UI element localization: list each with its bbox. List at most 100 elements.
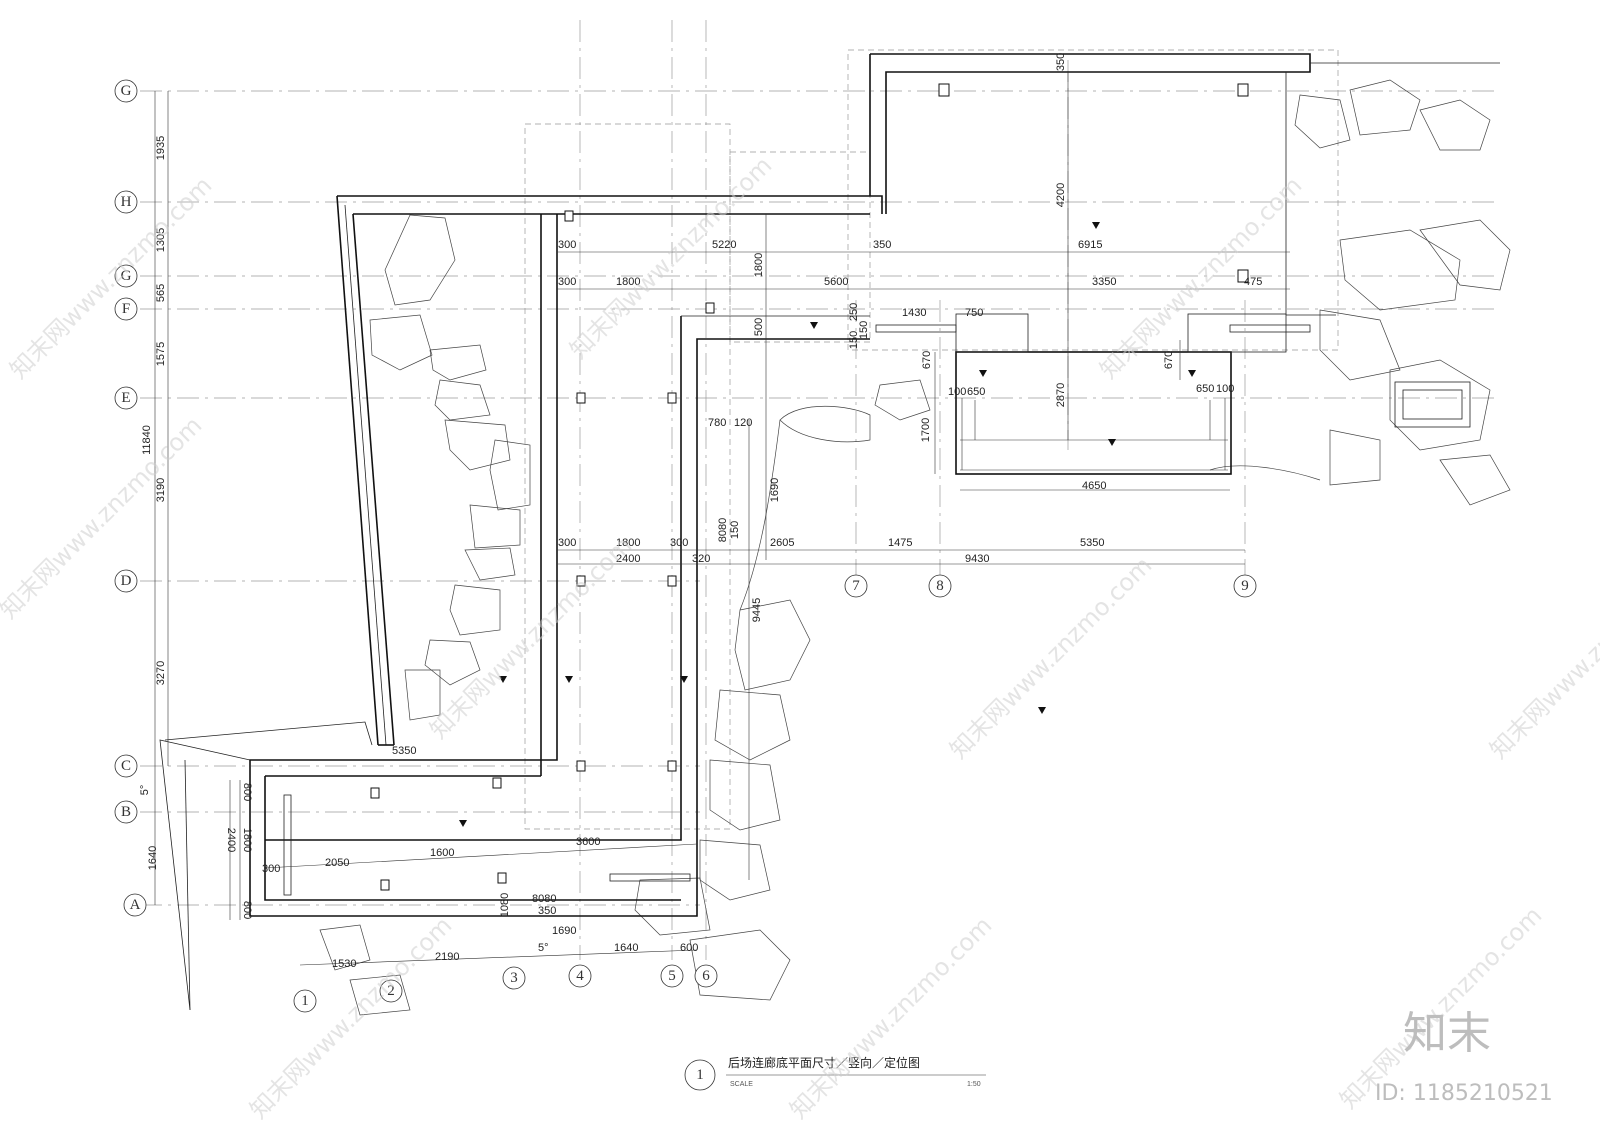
scale-value: 1:50 [967, 1081, 981, 1088]
watermark-text: 知末网www.znzmo.com [244, 911, 457, 1124]
dim-text: 150 [858, 321, 870, 339]
dim-text: 350 [1055, 53, 1067, 71]
dim-text: 1430 [902, 307, 926, 319]
title-number: 1 [696, 1067, 704, 1083]
dim-text: 2870 [1055, 383, 1067, 407]
column-axis-bubbles: 1 2 3 4 5 6 7 8 9 [293, 574, 1257, 1013]
dim-text: 3350 [1092, 276, 1116, 288]
drawing-title-block: 1 后场连廊底平面尺寸／竖向／定位图 SCALE 1:50 [684, 1055, 986, 1091]
dim-text: 1800 [241, 828, 253, 852]
dim-text: 300 [670, 537, 688, 549]
dim-text: 475 [1244, 276, 1262, 288]
axis-label: 9 [1241, 578, 1249, 594]
dim-text: 1800 [616, 276, 640, 288]
axis-bubble-col-6: 6 [694, 964, 718, 988]
stair-hatching [960, 398, 1228, 471]
axis-bubble-col-8: 8 [928, 574, 952, 598]
dim-text: 300 [558, 537, 576, 549]
dim-text: 320 [692, 553, 710, 565]
dim-text: 1640 [147, 846, 159, 870]
dim-text: 2050 [325, 857, 349, 869]
axis-bubble-row-7: C [114, 754, 138, 778]
axis-label: 8 [936, 578, 944, 594]
dim-text: 4200 [1055, 183, 1067, 207]
dim-text: 5600 [824, 276, 848, 288]
upper-dimension-texts: 300 5220 350 6915 300 1800 5600 3350 475… [558, 53, 1262, 492]
watermark-text: 知末网www.znzmo.com [4, 171, 217, 384]
dim-text: 3270 [155, 661, 167, 685]
dim-text: 1600 [430, 847, 454, 859]
dim-text: 800 [241, 783, 253, 801]
roof-outline-a [524, 123, 731, 830]
axis-bubble-row-3: G [114, 264, 138, 288]
axis-bubble-col-5: 5 [660, 964, 684, 988]
dim-text: 5° [538, 942, 549, 954]
dim-text: 1690 [769, 478, 781, 502]
columns [370, 83, 1249, 891]
drawing-title: 后场连廊底平面尺寸／竖向／定位图 [728, 1055, 920, 1070]
watermark-text: 知末网www.znzmo.com [564, 151, 777, 364]
dim-text: 11840 [141, 425, 153, 455]
axis-label: 5 [668, 968, 676, 984]
dim-text: 8080 [532, 893, 556, 905]
axis-label: F [122, 301, 130, 317]
dim-text: 1800 [616, 537, 640, 549]
row-axis-bubbles: G H G F E D C B A [114, 79, 147, 917]
rockery [319, 79, 1511, 1016]
dim-text: 4650 [1082, 480, 1106, 492]
axis-bubble-row-6: D [114, 569, 138, 593]
dim-text: 650 [1196, 383, 1214, 395]
dim-text: 1700 [920, 418, 932, 442]
dim-text: 1690 [552, 925, 576, 937]
dim-text: 750 [965, 307, 983, 319]
bottom-dimension-texts: 800 1800 2400 800 300 2050 1600 3600 808… [225, 783, 698, 970]
axis-label: 3 [510, 970, 518, 986]
dim-text: 1080 [499, 893, 511, 917]
scale-label: SCALE [730, 1081, 753, 1088]
axis-label: H [121, 194, 132, 210]
watermark-text: 知末网www.znzmo.com [0, 411, 207, 624]
axis-label: B [121, 804, 131, 820]
dim-text: 9430 [965, 553, 989, 565]
brand-logo: 知末 [1403, 1008, 1491, 1059]
dim-text: 100 [1216, 383, 1234, 395]
axis-label: D [121, 573, 132, 589]
elevation-markers [459, 222, 1196, 827]
dim-text: 5350 [392, 745, 416, 757]
roof-outline-b [729, 151, 871, 343]
dim-text: 250 [848, 303, 860, 321]
watermark-text: 知末网www.znzmo.com [944, 551, 1157, 764]
axis-bubble-row-2: H [114, 190, 138, 214]
watermarks: 知末网www.znzmo.com 知末网www.znzmo.com 知末网www… [0, 151, 1600, 1124]
axis-bubble-col-2: 2 [379, 979, 403, 1003]
dim-text: 150 [848, 331, 860, 349]
dim-text: 3600 [576, 836, 600, 848]
axis-label: 4 [576, 968, 584, 984]
dim-text: 300 [558, 276, 576, 288]
dim-text: 1305 [155, 228, 167, 252]
axis-bubble-row-4: F [114, 297, 138, 321]
dim-text: 500 [753, 318, 765, 336]
dim-text: 350 [873, 239, 891, 251]
dim-text: 1475 [888, 537, 912, 549]
dim-text: 565 [155, 284, 167, 302]
dim-text: 780 [708, 417, 726, 429]
dim-text: 1640 [614, 942, 638, 954]
axis-label: 6 [702, 968, 710, 984]
title-number-circle [684, 1059, 716, 1091]
axis-label: G [121, 268, 132, 284]
horizontal-grid-lines [140, 90, 1500, 906]
axis-bubble-row-5: E [114, 386, 138, 410]
dim-text: 8080 [717, 518, 729, 542]
dim-text: 800 [241, 901, 253, 919]
dim-text: 600 [680, 942, 698, 954]
corridor-walls [159, 53, 1500, 1011]
dim-text: 3190 [155, 478, 167, 502]
dim-text: 2400 [616, 553, 640, 565]
watermark-text: 知末网www.znzmo.com [1484, 551, 1600, 764]
dim-text: 5350 [1080, 537, 1104, 549]
watermark-text: 知末网www.znzmo.com [424, 531, 637, 744]
dim-text: 2190 [435, 951, 459, 963]
dim-text: 5220 [712, 239, 736, 251]
